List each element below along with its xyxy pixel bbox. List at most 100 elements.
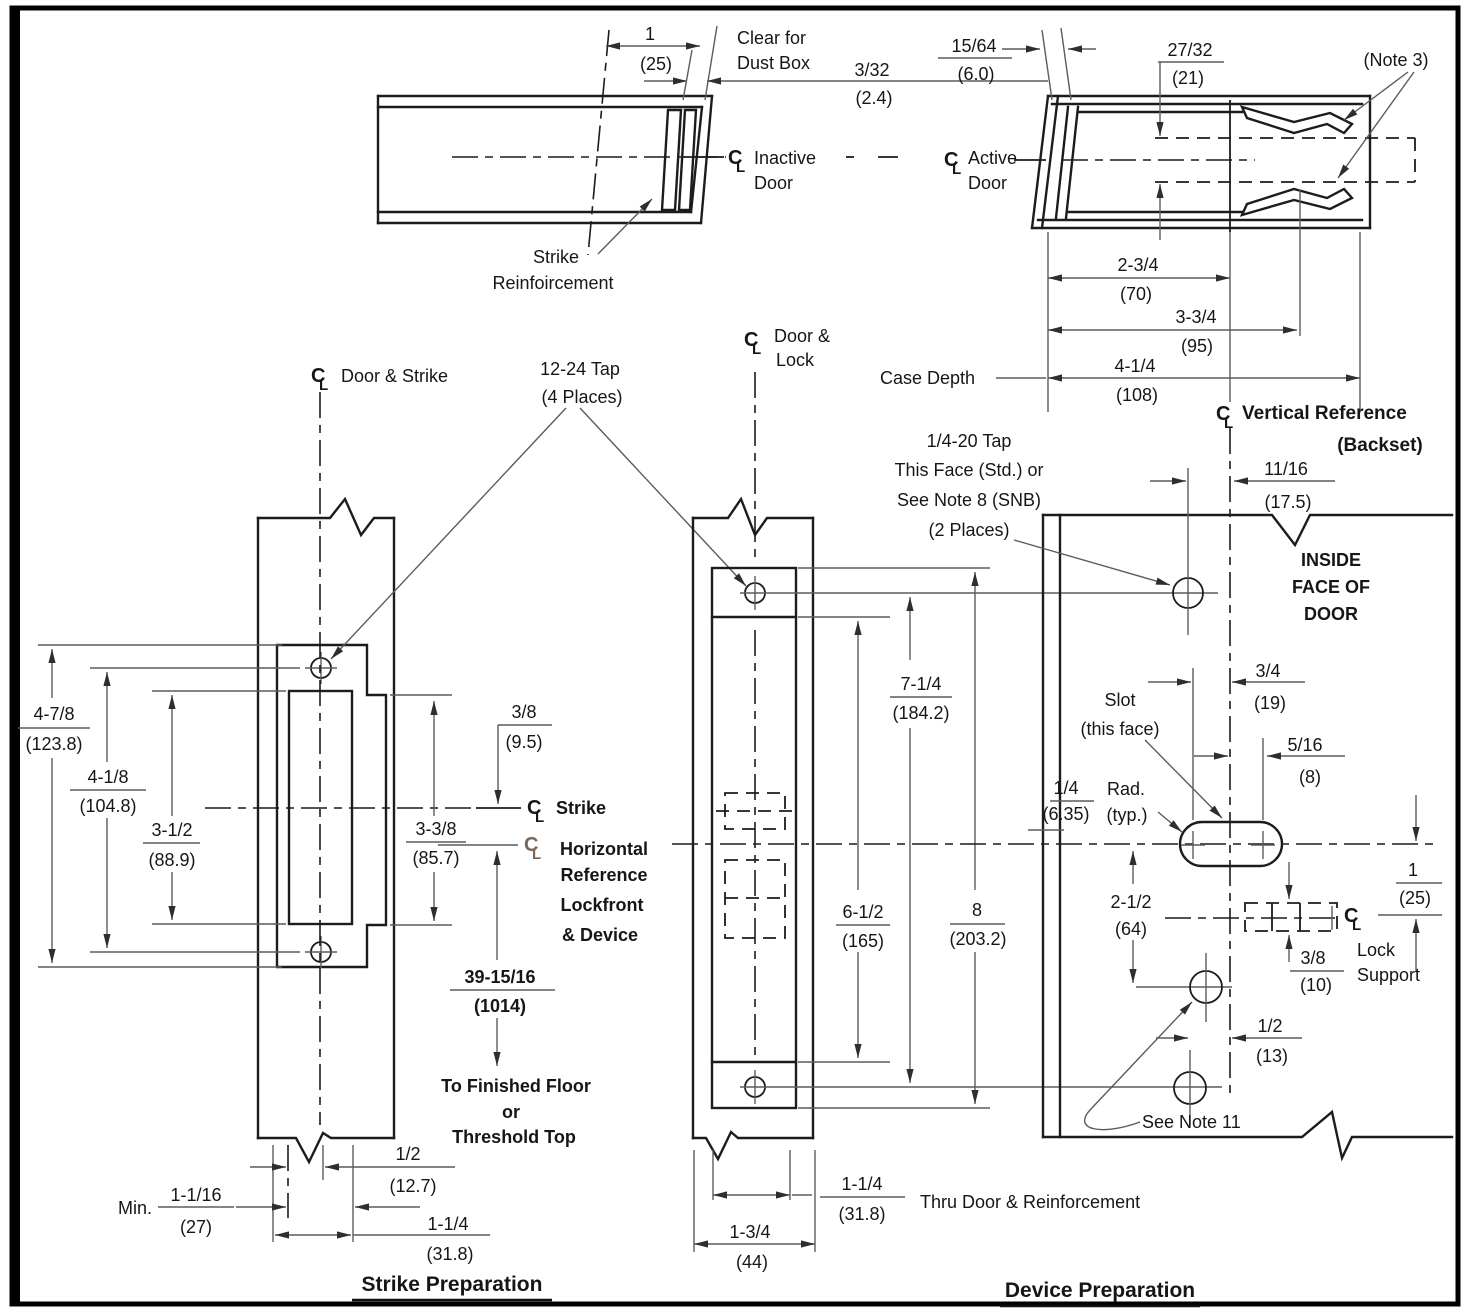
svg-text:11/16: 11/16 <box>1264 459 1308 479</box>
case-depth-label: Case Depth <box>880 368 975 388</box>
extension-lines-left <box>38 644 452 968</box>
svg-text:3-3/4: 3-3/4 <box>1175 307 1216 327</box>
svg-text:Threshold Top: Threshold Top <box>452 1127 576 1147</box>
latchbolt-top <box>1239 105 1354 135</box>
svg-text:1-3/4: 1-3/4 <box>729 1222 770 1242</box>
svg-text:(21): (21) <box>1172 68 1204 88</box>
svg-text:(44): (44) <box>736 1252 768 1272</box>
svg-text:This Face (Std.) or: This Face (Std.) or <box>894 460 1043 480</box>
active-door-section-view: 15/64 (6.0) 27/32 (21) (Note 3) CL Activ… <box>846 27 1429 456</box>
dim-1-inch-lock-support: 1 (25) <box>1378 795 1442 972</box>
bottom-edge-with-break <box>1041 1109 1454 1162</box>
strike-preparation-view: CL Door & Strike 12-24 Tap (4 Places) 4-… <box>18 359 747 1302</box>
svg-text:(203.2): (203.2) <box>949 929 1006 949</box>
svg-text:Support: Support <box>1357 965 1420 985</box>
svg-text:Inactive: Inactive <box>754 148 816 168</box>
active-door-outline <box>1030 94 1372 230</box>
dim-3-8: 3/8 (9.5) <box>494 702 552 804</box>
inactive-door-section-view: 1 (25) Clear for Dust Box 3/32 (2.4) CL … <box>376 24 1048 293</box>
dim-7-1-4: 7-1/4 (184.2) <box>890 597 952 1083</box>
slot-label: Slot (this face) <box>1080 690 1223 819</box>
svg-text:(13): (13) <box>1256 1046 1288 1066</box>
dim-2-3-4: 2-3/4 (70) <box>1048 255 1230 304</box>
svg-text:1/4: 1/4 <box>1053 778 1078 798</box>
svg-text:1-1/4: 1-1/4 <box>427 1214 468 1234</box>
svg-text:Reference: Reference <box>560 865 647 885</box>
svg-text:& Device: & Device <box>562 925 638 945</box>
svg-text:Lockfront: Lockfront <box>561 895 644 915</box>
device-preparation-heading: Device Preparation <box>1000 1279 1200 1308</box>
svg-text:L: L <box>1352 917 1361 934</box>
svg-text:Strike: Strike <box>556 798 606 818</box>
svg-text:(108): (108) <box>1116 385 1158 405</box>
svg-text:3/8: 3/8 <box>1300 948 1325 968</box>
centerline-inactive-door-label: CL Inactive Door <box>684 147 816 193</box>
dim-3-3-4: 3-3/4 (95) <box>1048 307 1297 356</box>
svg-text:3-3/8: 3-3/8 <box>415 819 456 839</box>
centerline-door-lock-label: CL Door & Lock <box>744 326 830 370</box>
svg-text:8: 8 <box>972 900 982 920</box>
top-break <box>256 496 396 538</box>
svg-text:C: C <box>527 797 541 819</box>
svg-text:Rad.: Rad. <box>1107 779 1145 799</box>
dim-6-1-2: 6-1/2 (165) <box>836 621 890 1058</box>
dim-2-1-2: 2-1/2 (64) <box>1110 851 1232 988</box>
svg-text:12-24 Tap: 12-24 Tap <box>540 359 620 379</box>
door-centerline-vertical <box>587 29 610 256</box>
svg-text:(this face): (this face) <box>1080 719 1159 739</box>
label-note-3: (Note 3) <box>1337 50 1429 179</box>
lockfront-elevation-view: CL Door & Lock 7-1/4 (184.2) 6-1/2 (165) <box>691 326 1222 1272</box>
svg-text:(4 Places): (4 Places) <box>541 387 622 407</box>
svg-text:See Note 11: See Note 11 <box>1142 1112 1241 1132</box>
svg-text:1-1/4: 1-1/4 <box>841 1174 882 1194</box>
svg-text:INSIDE: INSIDE <box>1301 550 1361 570</box>
svg-text:3/32: 3/32 <box>854 60 889 80</box>
svg-text:(184.2): (184.2) <box>892 703 949 723</box>
tap-hole-top <box>1172 468 1204 635</box>
svg-text:4-7/8: 4-7/8 <box>33 704 74 724</box>
svg-text:1/2: 1/2 <box>1257 1016 1282 1036</box>
svg-text:(88.9): (88.9) <box>148 850 195 870</box>
cl-symbol: CL <box>944 149 961 178</box>
dim-3-8-lock-support: 3/8 (10) <box>1285 862 1344 995</box>
lockfront-plate <box>710 566 798 1110</box>
svg-text:or: or <box>502 1102 520 1122</box>
page-border <box>9 5 1461 1307</box>
svg-text:(27): (27) <box>180 1217 212 1237</box>
cl-symbol: CL <box>311 365 328 394</box>
svg-text:(Note 3): (Note 3) <box>1363 50 1428 70</box>
svg-text:L: L <box>319 377 328 394</box>
dim-1-2: 1/2 (12.7) <box>250 1144 455 1196</box>
svg-text:(25): (25) <box>1399 888 1431 908</box>
dim-27-32: 27/32 (21) <box>1156 40 1224 240</box>
svg-text:L: L <box>736 159 745 176</box>
svg-text:6-1/2: 6-1/2 <box>842 902 883 922</box>
svg-text:Reinfoircement: Reinfoircement <box>492 273 613 293</box>
svg-text:DOOR: DOOR <box>1304 604 1358 624</box>
svg-text:(70): (70) <box>1120 284 1152 304</box>
svg-text:FACE OF: FACE OF <box>1292 577 1370 597</box>
svg-text:(64): (64) <box>1115 919 1147 939</box>
hidden-case-lines <box>1155 137 1416 183</box>
svg-text:Horizontal: Horizontal <box>560 839 648 859</box>
dim-1-1-4: 1-1/4 (31.8) <box>713 1174 905 1224</box>
centerline-strike-label: CL Strike <box>476 797 606 826</box>
svg-text:(8): (8) <box>1299 767 1321 787</box>
svg-text:(6.0): (6.0) <box>957 64 994 84</box>
svg-text:(typ.): (typ.) <box>1106 805 1147 825</box>
dim-3-1-2: 3-1/2 (88.9) <box>143 695 200 920</box>
dim-3-3-8: 3-3/8 (85.7) <box>406 701 466 921</box>
svg-text:(Backset): (Backset) <box>1337 435 1423 456</box>
svg-text:Door & Strike: Door & Strike <box>341 366 448 386</box>
dim-4-1-8: 4-1/8 (104.8) <box>70 672 146 948</box>
svg-text:3/8: 3/8 <box>511 702 536 722</box>
dim-4-1-4-case-depth: 4-1/4 (108) Case Depth <box>880 356 1360 405</box>
svg-text:(6.35): (6.35) <box>1042 804 1089 824</box>
svg-text:5/16: 5/16 <box>1287 735 1322 755</box>
svg-text:2-3/4: 2-3/4 <box>1117 255 1158 275</box>
dim-value: 1 <box>645 24 655 44</box>
dim-1-2: 1/2 (13) <box>1156 1016 1302 1066</box>
svg-text:(2 Places): (2 Places) <box>928 520 1009 540</box>
top-edge-with-break <box>1041 513 1454 548</box>
svg-text:1: 1 <box>1408 860 1418 880</box>
